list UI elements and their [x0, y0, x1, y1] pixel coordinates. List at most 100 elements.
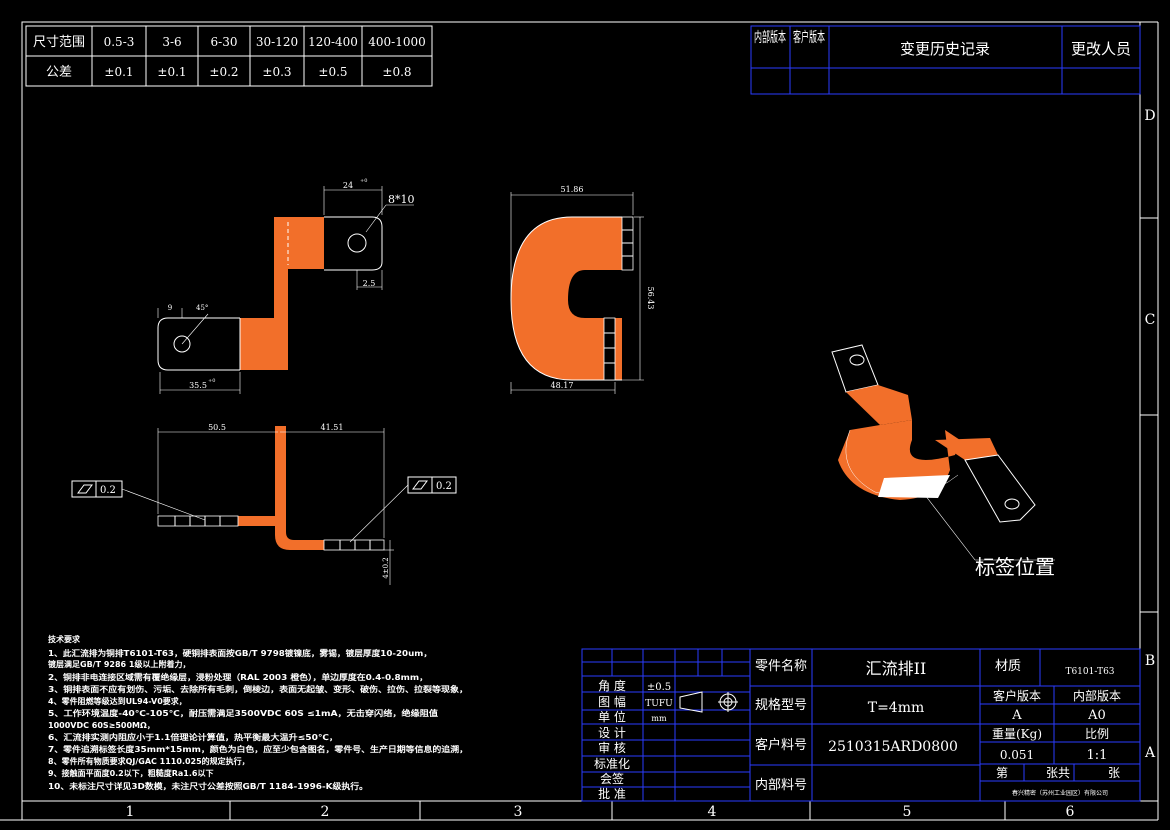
dim-angle: 45°: [196, 304, 208, 312]
tolerance-cell: ±0.2: [209, 65, 238, 79]
zone-1: 1: [126, 804, 135, 820]
changer-header: 更改人员: [1071, 40, 1131, 58]
dim-edge: 2.5: [363, 279, 376, 288]
approve-label: 批 准: [598, 786, 626, 801]
tolerance-cell: ±0.1: [157, 65, 186, 79]
range-cell: 0.5-3: [104, 35, 135, 49]
company-name: 春兴精密（苏州工业园区）有限公司: [1012, 789, 1108, 797]
note-line: 4、零件阻燃等级达到UL94-V0要求，: [48, 696, 187, 706]
c-shape-body: [511, 217, 622, 380]
technical-notes: 技术要求 1、此汇流排为铜排T6101-T63，硬铜排表面按GB/T 9798镀…: [48, 634, 468, 791]
lower-segment: [240, 318, 288, 370]
unit-value: mm: [651, 714, 667, 723]
spec-value: T=4mm: [868, 700, 925, 716]
tolerance-cell: ±0.5: [318, 65, 347, 79]
range-cell: 120-400: [308, 35, 358, 49]
dim-thickness: 4±0.2: [382, 557, 390, 578]
standard-label: 标准化: [594, 757, 630, 771]
dim-top-width-tol: +0: [360, 178, 367, 184]
side-view: 50.5 41.51 4±0.2 0.2 0.2: [71, 423, 457, 585]
right-hole: [347, 233, 367, 253]
range-cell: 3-6: [162, 35, 181, 49]
dim-lower-length-tol: +0: [208, 378, 215, 384]
zone-3: 3: [514, 804, 523, 820]
flatness-right-value: 0.2: [436, 481, 452, 492]
zone-4: 4: [708, 804, 717, 820]
note-line: 8、零件所有物质要求QJ/GAC 1110.025的规定执行，: [48, 756, 250, 766]
range-cell: 30-120: [256, 35, 298, 49]
isometric-view: 标签位置: [831, 344, 1055, 579]
dim-width: 51.86: [561, 185, 584, 194]
label-position-text: 标签位置: [975, 555, 1055, 579]
angle-label: 角 度: [598, 678, 626, 693]
material-value: T6101-T63: [1065, 667, 1114, 677]
material-label: 材质: [995, 659, 1021, 674]
sheet-unit: 张: [1108, 766, 1120, 780]
angle-value: ±0.5: [647, 682, 671, 693]
front-view: 51.86 56.43 48.17: [510, 185, 655, 394]
size-range-label: 尺寸范围: [33, 35, 85, 50]
note-line: 2、铜排非电连接区域需有覆绝缘层，浸粉处理（RAL 2003 橙色），单边厚度在…: [48, 672, 428, 682]
note-line: 5、工作环境温度-40℃-105℃，耐压需满足3500VDC 60S ≤1mA，…: [48, 708, 438, 718]
cust-ver-label: 客户版本: [993, 688, 1041, 703]
scale-label: 比例: [1085, 727, 1109, 741]
tolerance-cell: ±0.1: [104, 65, 133, 79]
design-label: 设 计: [598, 726, 626, 740]
bottom-zone-markers: 1 2 3 4 5 6: [126, 801, 1075, 820]
zone-c: C: [1145, 312, 1156, 328]
dim-side-right: 41.51: [321, 423, 344, 432]
tolerance-table: 尺寸范围 公差 0.5-3 3-6 6-30 30-120 120-400 40…: [25, 25, 433, 87]
int-ver-value: A0: [1087, 708, 1106, 723]
zone-2: 2: [321, 804, 330, 820]
int-no-label: 内部料号: [755, 777, 807, 793]
label-area: [878, 475, 950, 498]
note-line: 7、零件追溯标签长度35mm*15mm，颜色为白色，应至少包含图名，零件号、生产…: [48, 744, 468, 754]
range-cell: 6-30: [211, 35, 238, 49]
zone-b: B: [1145, 653, 1155, 669]
total-label: 张共: [1046, 766, 1070, 780]
history-header: 变更历史记录: [900, 40, 990, 58]
top-view: 24 +0 8*10 2.5 9 45° 35.5 +0: [157, 178, 415, 394]
zone-6: 6: [1066, 804, 1075, 820]
note-line: 1、此汇流排为铜排T6101-T63，硬铜排表面按GB/T 9798镀镍底，雾锡…: [48, 648, 432, 658]
note-line: 9、接触面平面度0.2以下，粗糙度Ra1.6以下: [48, 768, 213, 778]
part-name-label: 零件名称: [755, 658, 807, 674]
frame-label: 图 幅: [598, 694, 626, 709]
dim-top-width: 24: [343, 181, 353, 190]
note-line: 6、汇流排实测内阻应小于1.1倍理论计算值，热平衡最大温升≤50℃，: [48, 732, 338, 742]
cust-ver-value: A: [1011, 708, 1022, 723]
projection-cone-icon: [679, 691, 703, 713]
notes-title: 技术要求: [48, 634, 81, 644]
sign-label: 会签: [600, 771, 624, 786]
tolerance-cell: ±0.3: [262, 65, 291, 79]
weight-value: 0.051: [1000, 748, 1034, 762]
scale-value: 1:1: [1087, 748, 1108, 763]
dim-hole-offset: 9: [168, 304, 172, 312]
note-line: 1000VDC 60S≥500MΩ，: [48, 721, 155, 730]
flatness-left-value: 0.2: [100, 485, 116, 496]
sheet-label: 第: [996, 766, 1008, 780]
title-block: 角 度 ±0.5 图 幅 TUFU 单 位 mm 设 计 审 核 标准化 会签 …: [581, 648, 1141, 802]
zone-5: 5: [903, 804, 912, 820]
int-ver-label: 内部版本: [1073, 688, 1121, 703]
side-bend: [275, 426, 324, 550]
tolerance-label: 公差: [46, 65, 72, 80]
revision-table: 内部版本 客户版本 变更历史记录 更改人员: [750, 25, 1141, 95]
zone-d: D: [1144, 108, 1155, 124]
right-zone-markers: D C B A: [1140, 108, 1158, 761]
note-line: 3、铜排表面不应有划伤、污垢、去除所有毛刺，倒棱边，表面无起皱、变形、破伤、拉伤…: [48, 684, 468, 694]
internal-version-header: 内部版本: [754, 30, 786, 46]
note-line: 镀层满足GB/T 9286 1级以上附着力，: [48, 659, 190, 669]
part-name: 汇流排II: [866, 659, 927, 678]
cust-no-value: 2510315ARD0800: [828, 739, 958, 755]
dim-lower-length: 35.5: [189, 381, 207, 390]
title-block-left-grid: [582, 649, 751, 801]
drawing-frame: [21, 21, 1141, 802]
hole-label: 8*10: [388, 193, 415, 206]
range-cell: 400-1000: [368, 35, 426, 49]
dim-bottom: 48.17: [551, 381, 574, 390]
frame-value: TUFU: [645, 699, 673, 709]
review-label: 审 核: [598, 740, 626, 755]
customer-version-header: 客户版本: [793, 29, 825, 46]
